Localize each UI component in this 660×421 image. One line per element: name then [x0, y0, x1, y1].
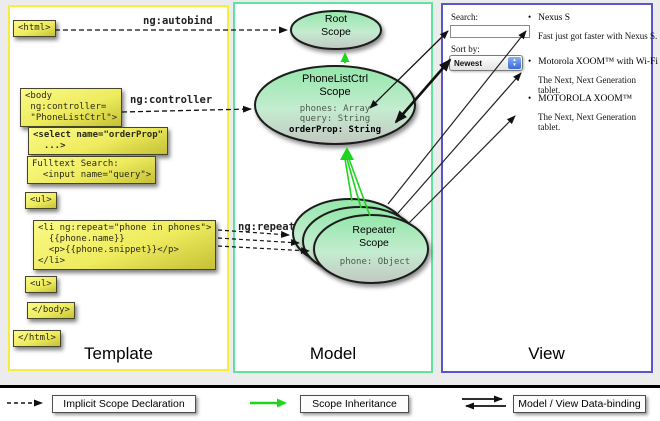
green-arrow-icon: [250, 398, 287, 408]
code-box-body-open: <body ng:controller= "PhoneListCtrl">: [20, 88, 123, 127]
legend-scope-inheritance: Scope Inheritance: [300, 395, 409, 413]
view-panel-title: View: [528, 344, 565, 363]
bullet-icon: •: [528, 93, 532, 103]
list-item-name: • MOTOROLA XOOM™: [528, 93, 632, 104]
root-scope-title: Root Scope: [321, 13, 351, 38]
bullet-icon: •: [528, 56, 532, 66]
model-panel-title: Model: [309, 344, 357, 363]
dashed-arrow-icon: [7, 399, 43, 407]
phone-name: MOTOROLA XOOM™: [538, 94, 633, 104]
code-box-ul-second: <ul>: [25, 276, 57, 293]
controller-label: ng:controller: [130, 94, 213, 106]
legend-model-view-databinding: Model / View Data-binding: [513, 395, 646, 413]
template-panel-title: Template: [84, 344, 153, 363]
phone-name: Motorola XOOM™ with Wi-Fi: [538, 57, 659, 67]
legend-implicit-scope: Implicit Scope Declaration: [52, 395, 196, 413]
list-item-name: • Motorola XOOM™ with Wi-Fi: [528, 56, 658, 67]
stepper-down-icon: ▼: [512, 62, 517, 67]
search-label: Search:: [451, 12, 478, 22]
sort-select[interactable]: Newest ▲ ▼: [449, 55, 523, 71]
code-box-html-close: </html>: [13, 330, 61, 347]
code-box-fulltext-search: Fulltext Search: <input name="query">: [27, 156, 157, 184]
code-box-ul-open: <ul>: [25, 192, 57, 209]
select-stepper-icon: ▲ ▼: [508, 57, 521, 69]
legend-separator-line: [0, 385, 660, 388]
list-item-snippet: The Next, Next Generation tablet.: [538, 75, 636, 95]
phonelistctrl-scope-title: PhoneListCtrl Scope: [301, 73, 369, 99]
prop-orderprop: orderProp: String: [288, 125, 382, 135]
sort-select-value: Newest: [454, 58, 483, 68]
prop-phone: phone: Object: [339, 257, 411, 267]
bullet-icon: •: [528, 12, 532, 22]
code-box-select: <select name="orderProp" ...>: [28, 127, 169, 155]
code-box-li-repeat: <li ng:repeat="phone in phones"> {{phone…: [33, 220, 217, 270]
code-box-body-close: </body>: [27, 302, 75, 319]
list-item-snippet: Fast just got faster with Nexus S.: [538, 31, 658, 41]
list-item-snippet: The Next, Next Generation tablet.: [538, 112, 636, 132]
prop-query: query: String: [299, 114, 371, 124]
model-panel: [233, 2, 433, 373]
code-box-html-open: <html>: [13, 20, 56, 37]
repeater-scope-title: Repeater Scope: [352, 224, 396, 249]
double-arrow-icon: [462, 395, 506, 410]
phone-name: Nexus S: [538, 13, 571, 23]
repeat-label: ng:repeat: [238, 221, 295, 233]
list-item-name: • Nexus S: [528, 12, 570, 23]
autobind-label: ng:autobind: [143, 15, 213, 27]
prop-phones: phones: Array: [299, 104, 371, 114]
search-input[interactable]: [450, 25, 530, 38]
sort-by-label: Sort by:: [451, 44, 480, 54]
